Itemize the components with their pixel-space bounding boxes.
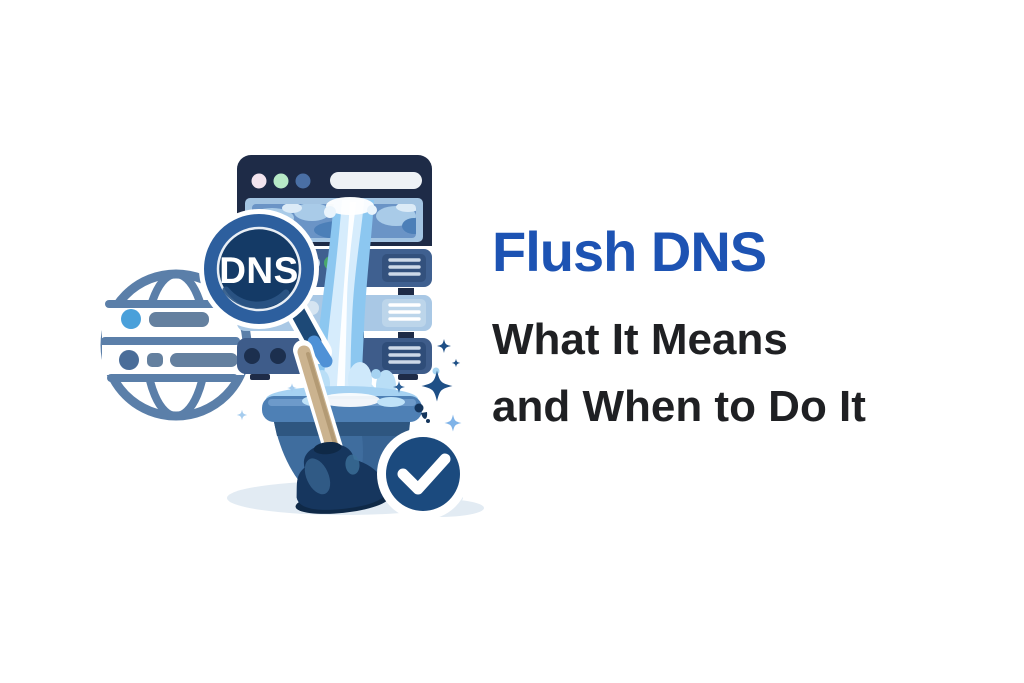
vent-lines xyxy=(388,258,421,276)
page-subtitle: What It Means and When to Do It xyxy=(492,306,992,440)
sparkle-icon xyxy=(444,414,462,432)
banner-text: Flush DNS What It Means and When to Do I… xyxy=(492,224,992,440)
sparkle-icon xyxy=(451,358,461,368)
page-title: Flush DNS xyxy=(492,220,767,283)
dns-label: DNS xyxy=(219,250,299,291)
sparkle-icon xyxy=(421,370,453,402)
window-dot-mint xyxy=(273,173,289,189)
check-icon xyxy=(397,453,451,495)
address-bar xyxy=(330,172,422,189)
window-dot-pink xyxy=(251,173,267,189)
dns-record-row xyxy=(121,309,209,329)
subtitle-line-2: and When to Do It xyxy=(492,382,866,431)
plunger-icon xyxy=(293,340,390,514)
subtitle-line-1: What It Means xyxy=(492,315,788,364)
dns-magnifier-icon: DNS xyxy=(199,209,333,368)
vent-lines xyxy=(388,346,421,364)
plunger-cup xyxy=(295,441,390,514)
globe-icon xyxy=(100,269,252,421)
sparkle-icon xyxy=(437,339,451,353)
window-dot-blue xyxy=(295,173,311,189)
dns-record-row xyxy=(119,350,238,370)
checkmark-badge-icon xyxy=(377,428,469,520)
bucket-foam xyxy=(320,393,380,407)
vent-lines xyxy=(388,303,421,321)
sparkle-icon xyxy=(236,409,248,421)
drip xyxy=(414,403,430,423)
